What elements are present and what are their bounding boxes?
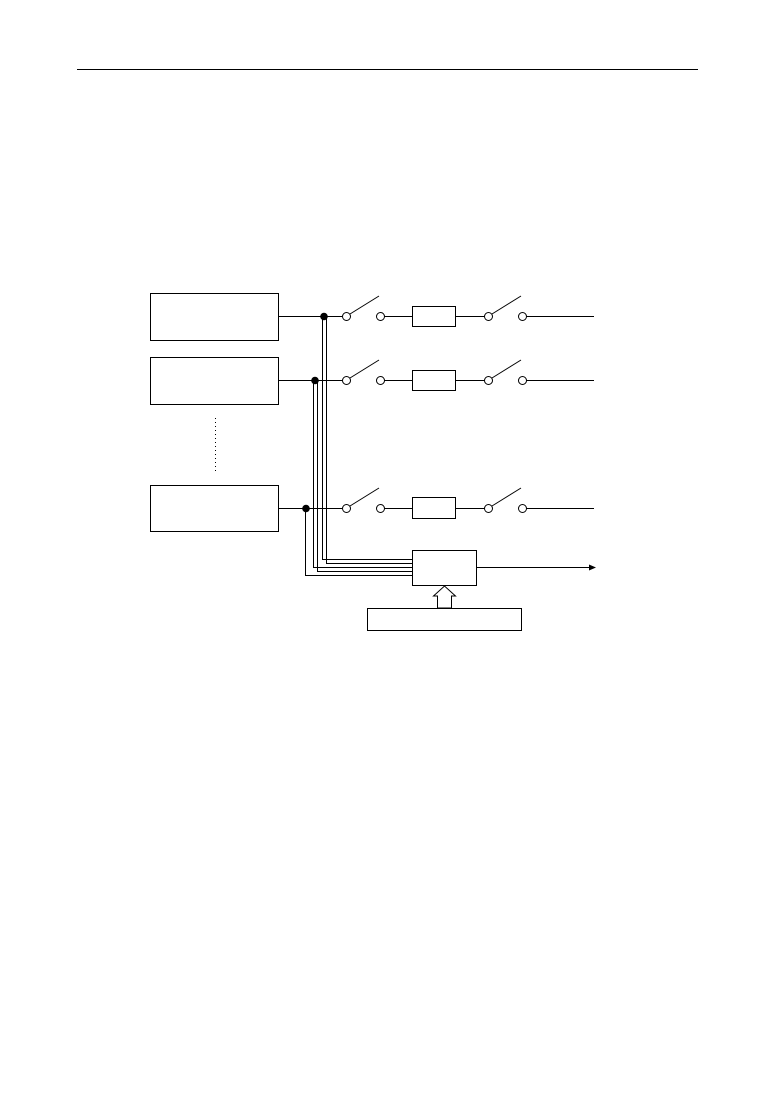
branch-2 <box>278 359 594 391</box>
switch-2a-terminal-left <box>342 376 351 385</box>
switch-1a-terminal-right <box>376 312 385 321</box>
sense-wire-2b <box>317 380 413 572</box>
switch-na-terminal-left <box>342 504 351 513</box>
fuse-block-2 <box>412 370 456 391</box>
sense-wire-2a <box>313 380 413 568</box>
switch-1b-terminal-left <box>484 312 493 321</box>
combiner-block <box>412 550 477 586</box>
fuse-block-1 <box>412 306 456 327</box>
switch-1a-blade <box>349 295 380 315</box>
branch-1 <box>278 295 594 327</box>
switch-2b-terminal-left <box>484 376 493 385</box>
fuse-block-n <box>412 497 456 519</box>
switch-nb-blade <box>491 487 522 507</box>
sense-wire-1a <box>322 316 413 560</box>
hollow-up-arrow <box>432 585 457 609</box>
switch-nb-terminal-right <box>518 504 527 513</box>
switch-na-blade <box>349 487 380 507</box>
switch-2a-terminal-right <box>376 376 385 385</box>
source-block-n <box>150 485 279 532</box>
switch-1b-terminal-right <box>518 312 527 321</box>
switch-2a-blade <box>349 359 380 379</box>
switch-2b-terminal-right <box>518 376 527 385</box>
sense-wire-n <box>305 508 413 576</box>
sense-wire-1b <box>326 316 413 564</box>
source-block-2 <box>150 357 279 405</box>
switch-1a-terminal-left <box>342 312 351 321</box>
control-block <box>367 608 522 631</box>
switch-2b-blade <box>491 359 522 379</box>
output-arrow-head <box>589 564 596 571</box>
switch-nb-terminal-left <box>484 504 493 513</box>
switch-1b-blade <box>491 295 522 315</box>
switch-na-terminal-right <box>376 504 385 513</box>
source-block-1 <box>150 293 279 341</box>
branch-n <box>278 487 594 519</box>
